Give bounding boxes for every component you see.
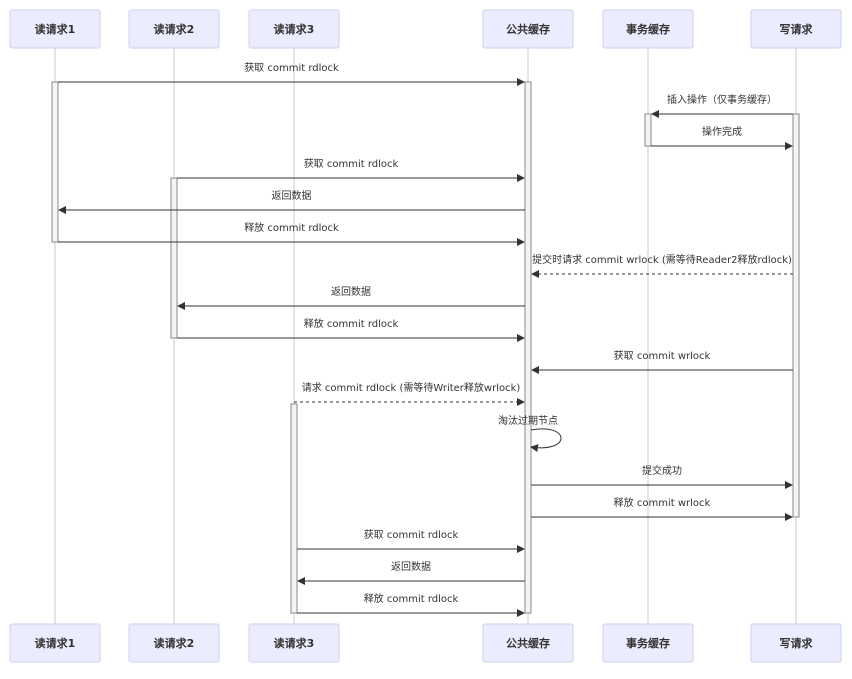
message-label: 提交成功 — [642, 464, 682, 477]
actor-box — [9, 623, 101, 663]
actor-w-bottom: 写请求 — [750, 623, 842, 663]
message-label: 提交时请求 commit wrlock (需等待Reader2释放rdlock) — [532, 253, 792, 266]
actor-label: 写请求 — [780, 636, 814, 650]
actor-r3-top: 读请求3 — [248, 9, 340, 49]
message-8: 返回数据 — [177, 285, 525, 310]
message-label: 释放 commit wrlock — [614, 496, 711, 509]
actor-box — [602, 9, 694, 49]
activation-bar-w — [792, 113, 800, 518]
message-3: 操作完成 — [651, 125, 793, 150]
message-label: 操作完成 — [702, 125, 742, 138]
actor-r2-top: 读请求2 — [128, 9, 220, 49]
actor-box — [128, 623, 220, 663]
message-10: 获取 commit wrlock — [531, 350, 793, 374]
message-12: 淘汰过期节点 — [498, 414, 562, 452]
actor-label: 读请求1 — [35, 636, 76, 650]
actor-r1-top: 读请求1 — [9, 9, 101, 49]
message-13: 提交成功 — [531, 464, 793, 489]
actor-tx-bottom: 事务缓存 — [602, 623, 694, 663]
activation-bar-r2 — [170, 177, 178, 339]
actor-box — [248, 623, 340, 663]
message-label: 获取 commit rdlock — [304, 158, 399, 170]
self-loop-arrow — [530, 428, 562, 452]
actor-r3-bottom: 读请求3 — [248, 623, 340, 663]
message-9: 释放 commit rdlock — [177, 317, 525, 342]
message-label: 返回数据 — [272, 189, 312, 202]
message-2: 插入操作（仅事务缓存） — [651, 93, 793, 118]
actor-r1-bottom: 读请求1 — [9, 623, 101, 663]
actor-box — [602, 623, 694, 663]
actor-label: 写请求 — [780, 22, 814, 36]
actor-label: 公共缓存 — [506, 636, 550, 650]
message-4: 获取 commit rdlock — [177, 158, 525, 182]
message-label: 返回数据 — [391, 560, 431, 573]
actor-pub-top: 公共缓存 — [482, 9, 574, 49]
message-label: 获取 commit rdlock — [244, 62, 339, 74]
message-7: 提交时请求 commit wrlock (需等待Reader2释放rdlock) — [531, 253, 793, 278]
activation-bar-tx — [644, 113, 652, 147]
message-11: 请求 commit rdlock (需等待Writer释放wrlock) — [294, 381, 525, 406]
message-label: 获取 commit wrlock — [614, 350, 711, 362]
message-6: 释放 commit rdlock — [58, 221, 525, 246]
message-label: 请求 commit rdlock (需等待Writer释放wrlock) — [302, 381, 521, 394]
actor-label: 事务缓存 — [626, 22, 670, 36]
message-17: 释放 commit rdlock — [297, 592, 525, 617]
actor-label: 读请求1 — [35, 22, 76, 36]
message-16: 返回数据 — [297, 560, 525, 585]
actor-label: 公共缓存 — [506, 22, 550, 36]
message-5: 返回数据 — [58, 189, 525, 214]
message-label: 释放 commit rdlock — [364, 592, 459, 605]
message-label: 释放 commit rdlock — [244, 221, 339, 234]
actor-label: 读请求3 — [274, 636, 315, 650]
message-15: 获取 commit rdlock — [297, 529, 525, 553]
message-label: 返回数据 — [331, 285, 371, 298]
activation-bar-pub — [524, 81, 532, 614]
actor-box — [750, 623, 842, 663]
message-label: 淘汰过期节点 — [498, 414, 558, 427]
actor-label: 读请求2 — [154, 22, 195, 36]
message-label: 插入操作（仅事务缓存） — [667, 93, 777, 106]
actor-box — [482, 9, 574, 49]
actor-tx-top: 事务缓存 — [602, 9, 694, 49]
actor-box — [248, 9, 340, 49]
message-14: 释放 commit wrlock — [531, 496, 793, 521]
message-label: 获取 commit rdlock — [364, 529, 459, 541]
activation-bar-r3 — [290, 403, 298, 614]
activation-bar-r1 — [51, 81, 59, 243]
message-1: 获取 commit rdlock — [58, 62, 525, 86]
actor-label: 读请求3 — [274, 22, 315, 36]
actor-r2-bottom: 读请求2 — [128, 623, 220, 663]
actor-label: 事务缓存 — [626, 636, 670, 650]
actor-w-top: 写请求 — [750, 9, 842, 49]
actor-box — [128, 9, 220, 49]
actor-box — [482, 623, 574, 663]
actor-label: 读请求2 — [154, 636, 195, 650]
actor-box — [750, 9, 842, 49]
actor-box — [9, 9, 101, 49]
actor-pub-bottom: 公共缓存 — [482, 623, 574, 663]
message-label: 释放 commit rdlock — [304, 317, 399, 330]
